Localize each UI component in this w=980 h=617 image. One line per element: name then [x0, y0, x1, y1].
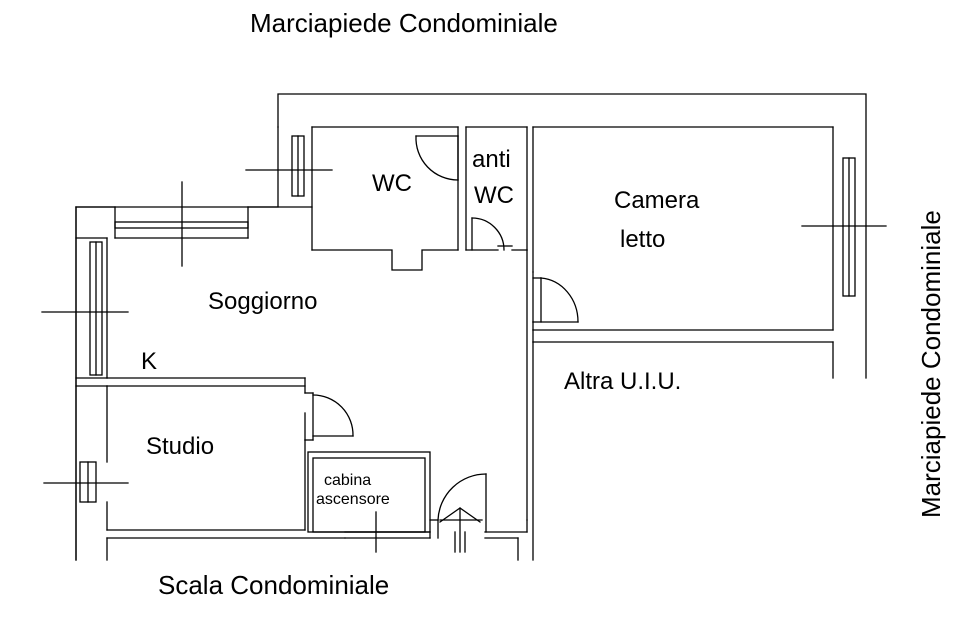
studio-label: Studio: [146, 433, 215, 460]
right-street-label: Marciapiede Condominiale: [916, 210, 946, 518]
lift-label-2: ascensore: [316, 491, 390, 508]
outer-wall-left: [75, 126, 279, 561]
doors: [304, 135, 579, 553]
stair-label: Scala Condominiale: [158, 570, 390, 600]
kitchen-label: K: [141, 348, 158, 375]
wc-label: WC: [372, 170, 412, 197]
soggiorno-label: Soggiorno: [208, 288, 318, 315]
camera-label-1: Camera: [614, 187, 700, 214]
top-street-label: Marciapiede Condominiale: [250, 8, 558, 38]
lift-label-1: cabina: [324, 472, 372, 489]
outer-wall: [277, 93, 867, 379]
anti-wc-label-1: anti: [472, 146, 511, 173]
altra-uiu-label: Altra U.I.U.: [564, 368, 682, 395]
camera-label-2: letto: [620, 226, 666, 253]
anti-wc-label-2: WC: [474, 182, 514, 209]
windows: [41, 135, 887, 553]
walls: [75, 126, 834, 561]
